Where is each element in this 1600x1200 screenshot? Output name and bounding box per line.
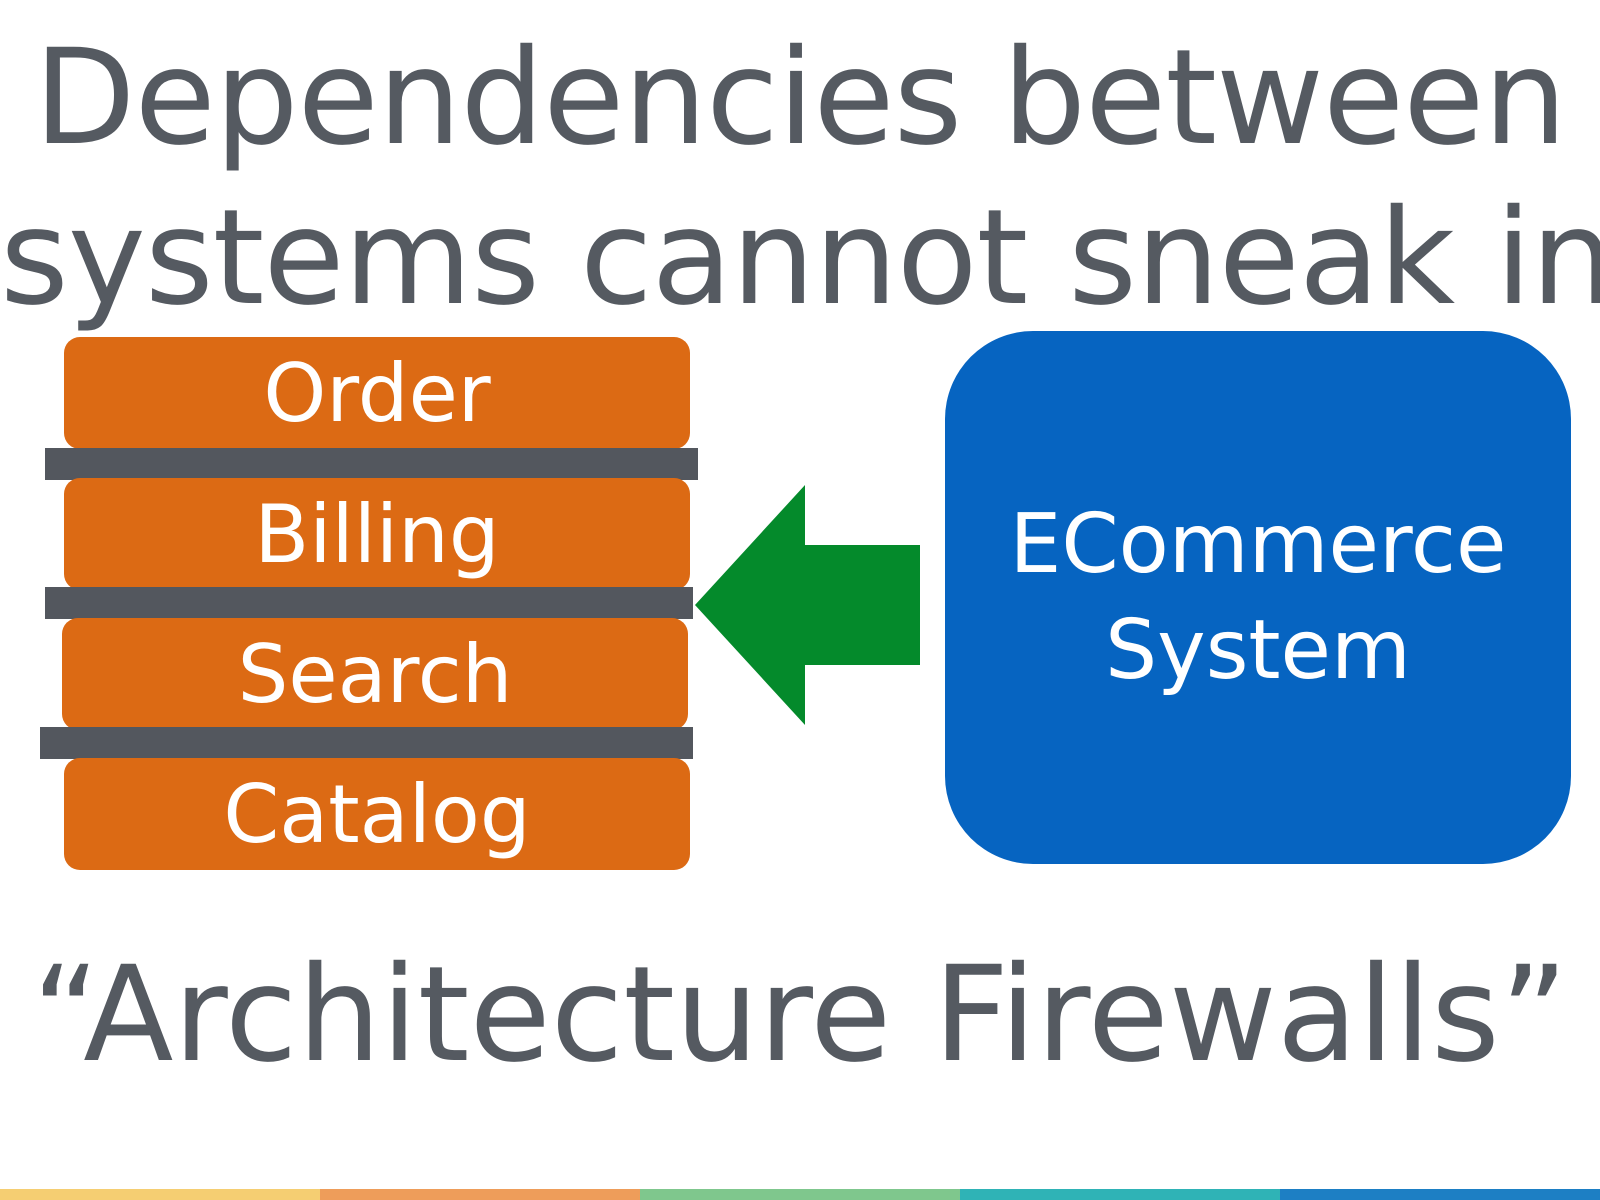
title-line-2: systems cannot sneak in: [0, 181, 1600, 335]
module-search: Search: [62, 618, 688, 730]
system-label-line-2: System: [1105, 602, 1411, 698]
module-order: Order: [64, 337, 690, 449]
slide-title: Dependencies between systems cannot snea…: [0, 18, 1600, 338]
module-billing: Billing: [64, 478, 690, 590]
module-billing-label: Billing: [254, 487, 500, 581]
ecommerce-system-box: ECommerce System: [945, 331, 1571, 864]
firewall-bar-1: [45, 448, 698, 480]
footer-segment-2: [320, 1189, 640, 1200]
dependency-arrow-icon: [695, 485, 920, 725]
firewall-bar-2: [45, 587, 693, 619]
module-catalog-label: Catalog: [223, 767, 531, 861]
title-line-1: Dependencies between: [33, 21, 1567, 175]
module-catalog: Catalog: [64, 758, 690, 870]
footer-segment-5: [1280, 1189, 1600, 1200]
module-order-label: Order: [263, 346, 491, 440]
caption: “Architecture Firewalls”: [31, 938, 1569, 1092]
arrow-shape: [695, 485, 920, 725]
module-search-label: Search: [237, 627, 513, 721]
footer-segment-1: [0, 1189, 320, 1200]
footer-color-bar: [0, 1189, 1600, 1200]
footer-segment-4: [960, 1189, 1280, 1200]
footer-segment-3: [640, 1189, 960, 1200]
system-label-line-1: ECommerce: [1009, 496, 1507, 592]
firewall-bar-3: [40, 727, 693, 759]
